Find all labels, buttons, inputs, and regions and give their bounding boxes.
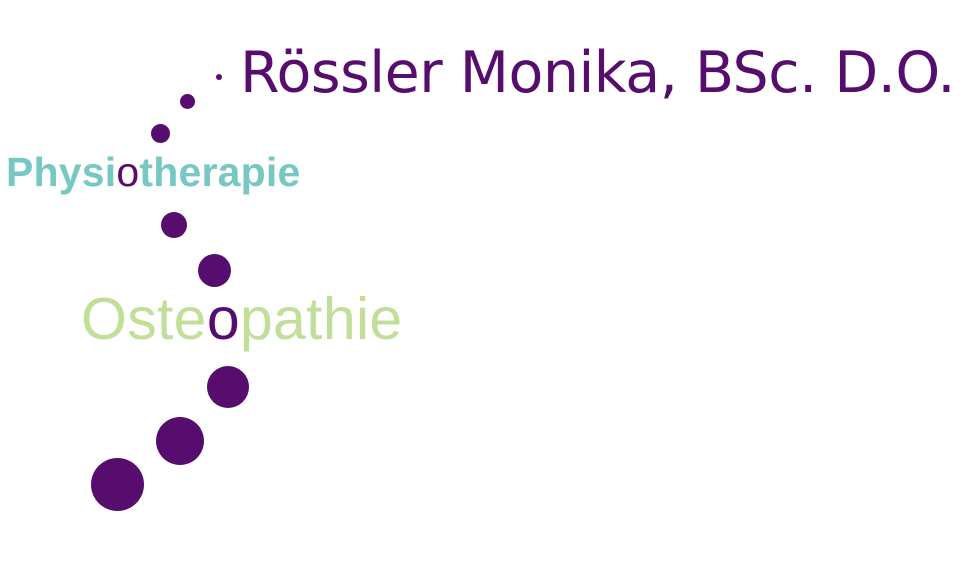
dot-1 [216,74,222,80]
osteopathy-accent-letter: o [206,286,240,352]
practitioner-name: Rössler Monika, BSc. D.O. [240,40,956,106]
osteopathy-label: Osteopathie [81,284,403,354]
dot-3 [151,124,170,143]
dot-2 [180,94,195,109]
dot-8 [91,458,144,511]
dot-4 [161,212,187,238]
physiotherapy-accent-letter: o [116,149,140,195]
osteopathy-label-start: Oste [81,286,207,352]
dot-6 [207,366,249,408]
dot-7 [156,417,204,465]
dot-5 [198,254,231,287]
osteopathy-label-end: pathie [239,286,403,352]
physiotherapy-label: Physiotherapie [6,146,301,198]
physiotherapy-label-start: Physi [6,149,117,195]
physiotherapy-label-end: therapie [139,149,301,195]
